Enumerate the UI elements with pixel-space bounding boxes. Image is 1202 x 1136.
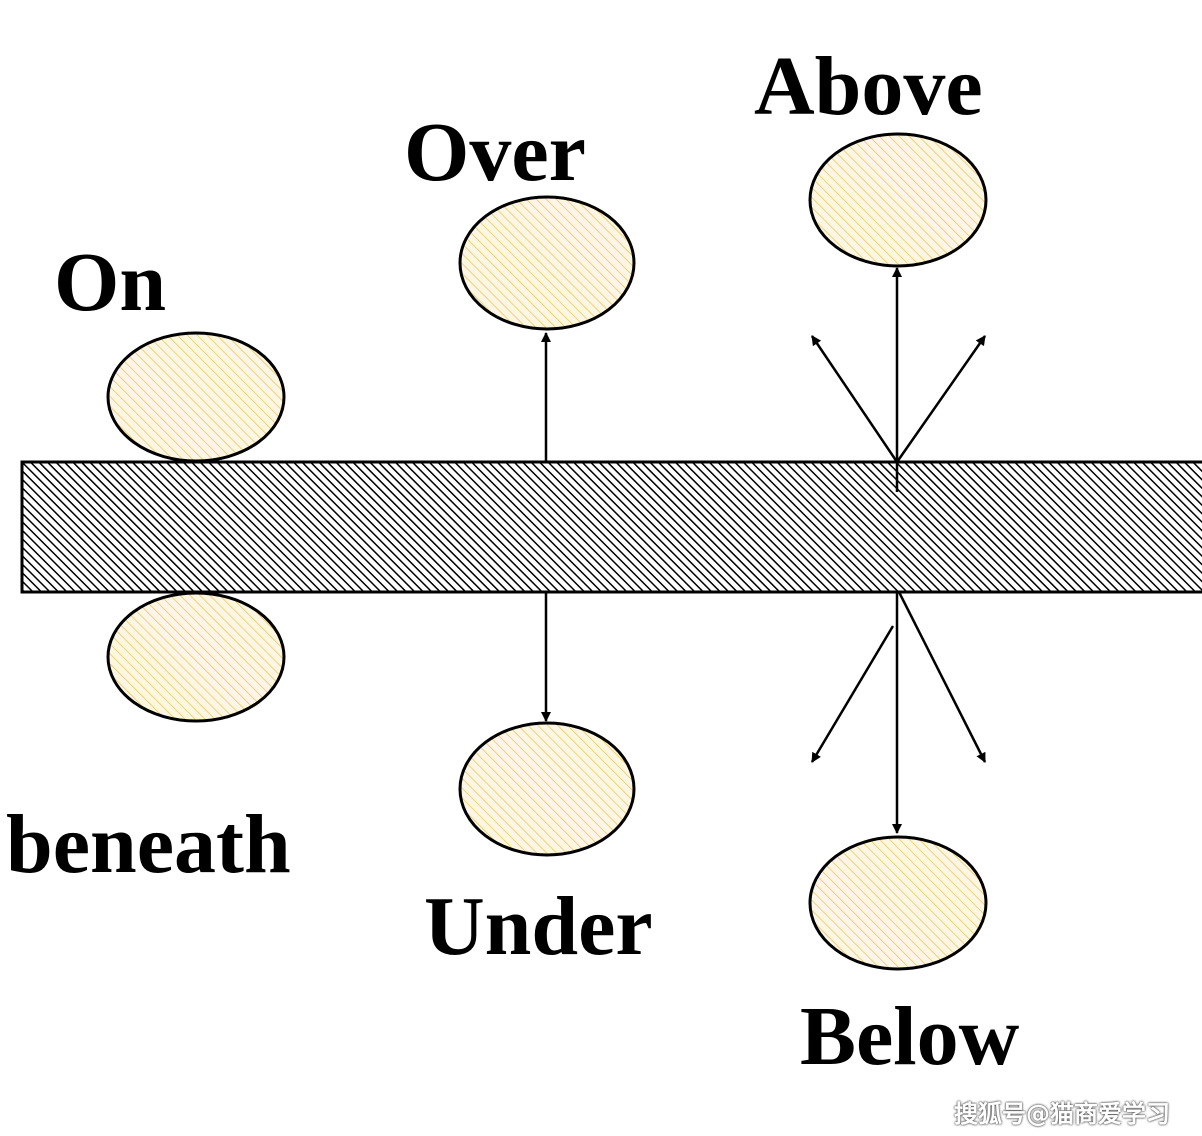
ball-on [106, 331, 286, 463]
label-above: Above [754, 40, 983, 133]
ball-above [808, 132, 988, 268]
label-on: On [54, 236, 166, 329]
ball-below [808, 835, 988, 971]
below-group: Below [800, 591, 1020, 1083]
label-below: Below [800, 990, 1020, 1083]
arrow-down-left-below [810, 625, 895, 763]
ball-under [458, 721, 636, 857]
over-group: Over [404, 106, 636, 462]
horizontal-bar [20, 460, 1202, 594]
arrow-up-right-above [895, 335, 987, 463]
under-group: Under [424, 592, 653, 973]
arrow-up-left-above [810, 335, 899, 463]
arrow-down-right-below [897, 591, 987, 763]
ball-over [458, 195, 636, 331]
beneath-group: beneath [6, 591, 291, 891]
label-beneath: beneath [6, 798, 291, 891]
watermark-text: 搜狐号@猫商爱学习 [954, 1100, 1170, 1128]
label-over: Over [404, 106, 586, 199]
on-group: On [54, 236, 286, 463]
label-under: Under [424, 880, 653, 973]
ball-beneath [106, 591, 286, 723]
above-group: Above [754, 40, 988, 492]
